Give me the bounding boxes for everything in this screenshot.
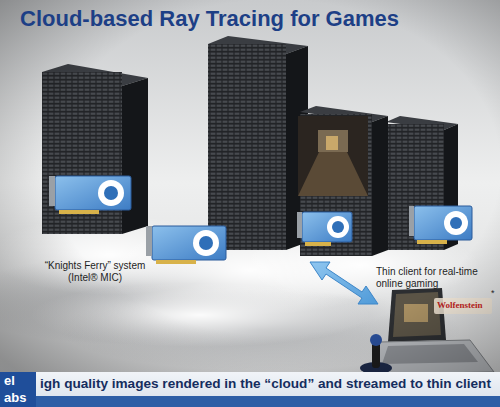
trademark-mark: * xyxy=(491,288,495,298)
system-label: “Knights Ferry” system (Intel® MIC) xyxy=(36,260,154,283)
slide-caption: igh quality images rendered in the “clou… xyxy=(40,376,491,392)
slide-title: Cloud-based Ray Tracing for Games xyxy=(20,6,399,31)
logo-text: abs xyxy=(4,391,26,406)
client-label: Thin client for real-time online gaming xyxy=(376,266,496,289)
vignette xyxy=(0,0,500,372)
game-logo-text: Wolfenstein xyxy=(437,300,483,310)
logo-block xyxy=(0,372,36,407)
caption-band xyxy=(0,372,500,396)
logo-text: el xyxy=(4,374,15,389)
footer-strip xyxy=(0,396,500,407)
